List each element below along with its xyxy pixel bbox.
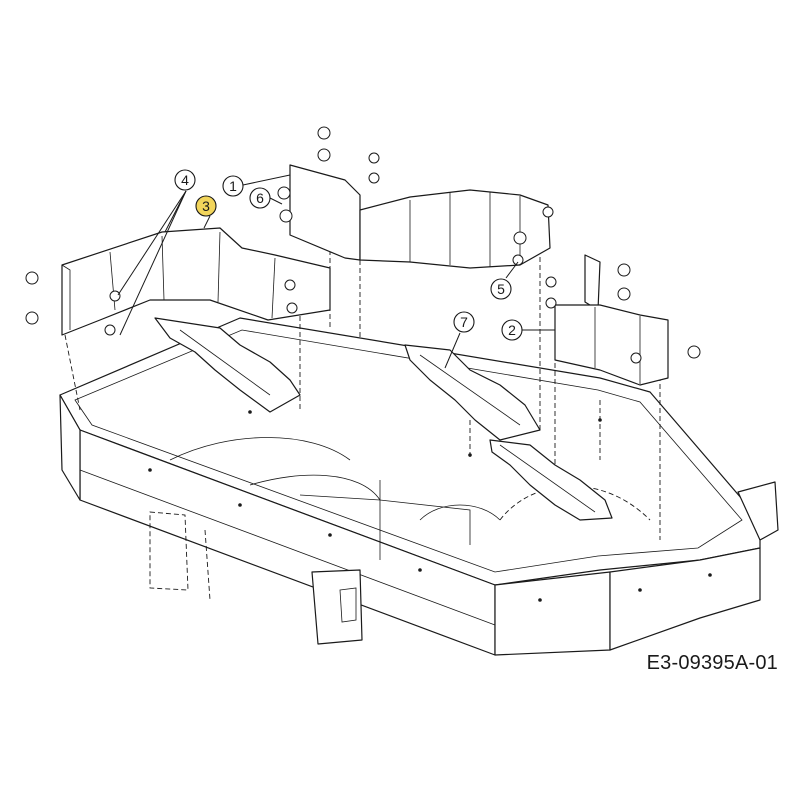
right-chute-guard — [554, 254, 669, 386]
callout-5-label: 5 — [497, 281, 505, 297]
callout-2: 2 — [501, 319, 555, 341]
callout-7-label: 7 — [460, 314, 468, 330]
left-chute-guard — [61, 227, 331, 336]
callout-4: 4 — [117, 169, 196, 336]
callout-4-label: 4 — [181, 172, 189, 188]
callout-6-label: 6 — [256, 190, 264, 206]
callout-5: 5 — [490, 261, 519, 300]
callout-7: 7 — [444, 311, 475, 369]
top-center-guard — [289, 164, 551, 269]
hardware-fasteners — [25, 126, 701, 364]
callout-3: 3 — [195, 195, 217, 229]
callout-3-label: 3 — [202, 198, 210, 214]
cutting-blades — [154, 317, 613, 521]
callout-1: 1 — [222, 174, 291, 197]
callout-1-label: 1 — [229, 178, 237, 194]
callout-6: 6 — [249, 187, 283, 209]
assembly-guide-lines — [64, 210, 661, 540]
diagram-reference-code: E3-09395A-01 — [646, 652, 778, 674]
callout-2-label: 2 — [508, 322, 516, 338]
mower-deck-housing — [59, 317, 779, 656]
